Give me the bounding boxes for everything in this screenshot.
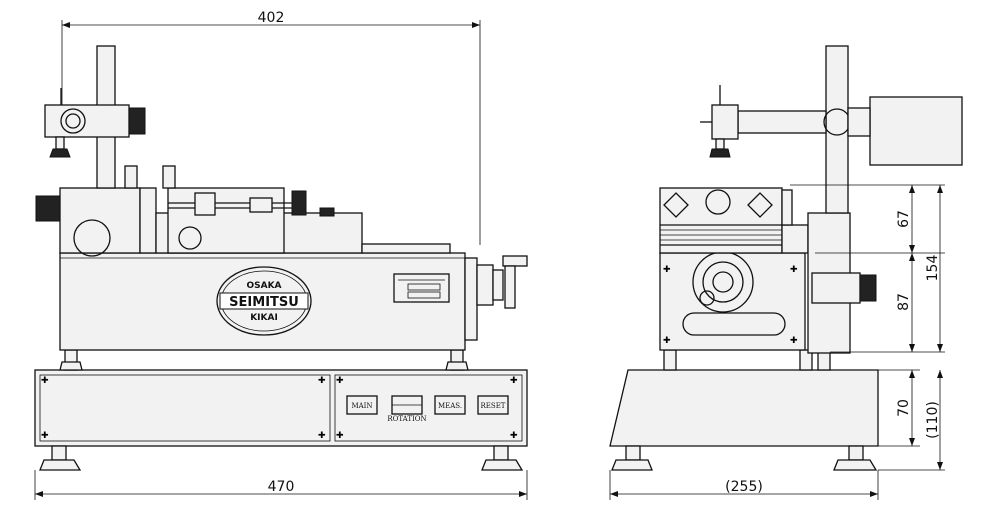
- svg-text:✚: ✚: [663, 265, 671, 275]
- meas-button-label: MEAS.: [438, 402, 462, 410]
- svg-text:✚: ✚: [790, 265, 798, 275]
- svg-text:✚: ✚: [510, 431, 518, 441]
- svg-text:✚: ✚: [41, 376, 49, 386]
- dim-470: 470: [268, 479, 295, 495]
- reset-button-label: RESET: [481, 402, 506, 410]
- reset-button[interactable]: [477, 395, 509, 415]
- dim-70: 70: [896, 399, 912, 417]
- front-base: [34, 369, 528, 447]
- svg-text:✚: ✚: [336, 431, 344, 441]
- base-screws: ✚ ✚ ✚ ✚ ✚ ✚ ✚ ✚: [41, 376, 518, 441]
- side-dimensions: (255) 67 87 154 70 (110): [609, 184, 945, 500]
- dim-87: 87: [896, 293, 912, 311]
- dim-255: (255): [725, 479, 763, 495]
- logo-line3: KIKAI: [250, 313, 278, 323]
- head-knob-icon: [128, 107, 146, 135]
- dim-110: (110): [925, 401, 941, 439]
- side-body: [659, 252, 806, 351]
- svg-text:✚: ✚: [790, 336, 798, 346]
- dim-154: 154: [925, 255, 941, 282]
- left-knob-icon: [35, 195, 61, 222]
- side-column: [825, 45, 849, 214]
- svg-text:✚: ✚: [318, 376, 326, 386]
- nameplate: [393, 273, 450, 303]
- svg-text:✚: ✚: [318, 431, 326, 441]
- side-knob-icon: [859, 274, 877, 302]
- front-feet: [39, 349, 524, 471]
- logo-line1: OSAKA: [246, 281, 281, 291]
- side-base: [609, 369, 879, 447]
- rotation-label: ROTATION: [387, 415, 426, 423]
- svg-text:✚: ✚: [663, 336, 671, 346]
- dim-402: 402: [258, 10, 285, 26]
- main-button[interactable]: [346, 395, 378, 415]
- crank-handle: [464, 255, 528, 341]
- dim-67: 67: [896, 210, 912, 228]
- svg-text:✚: ✚: [336, 376, 344, 386]
- brand-logo: OSAKA SEIMITSU KIKAI: [216, 266, 312, 336]
- front-view: ✚ ✚ ✚ ✚ ✚ ✚ ✚ ✚ MAIN ROTATION MEAS. RESE…: [34, 45, 528, 471]
- front-dimensions: 402 470: [34, 10, 528, 500]
- indicator-box: [869, 96, 963, 166]
- side-view: ✚ ✚ ✚ ✚: [609, 45, 963, 471]
- meas-button[interactable]: [434, 395, 466, 415]
- main-button-label: MAIN: [351, 402, 372, 410]
- right-knob-icon: [291, 190, 307, 216]
- svg-text:✚: ✚: [510, 376, 518, 386]
- svg-text:✚: ✚: [41, 431, 49, 441]
- control-panel: MAIN ROTATION MEAS. RESET: [346, 395, 509, 423]
- logo-line2: SEIMITSU: [229, 295, 299, 310]
